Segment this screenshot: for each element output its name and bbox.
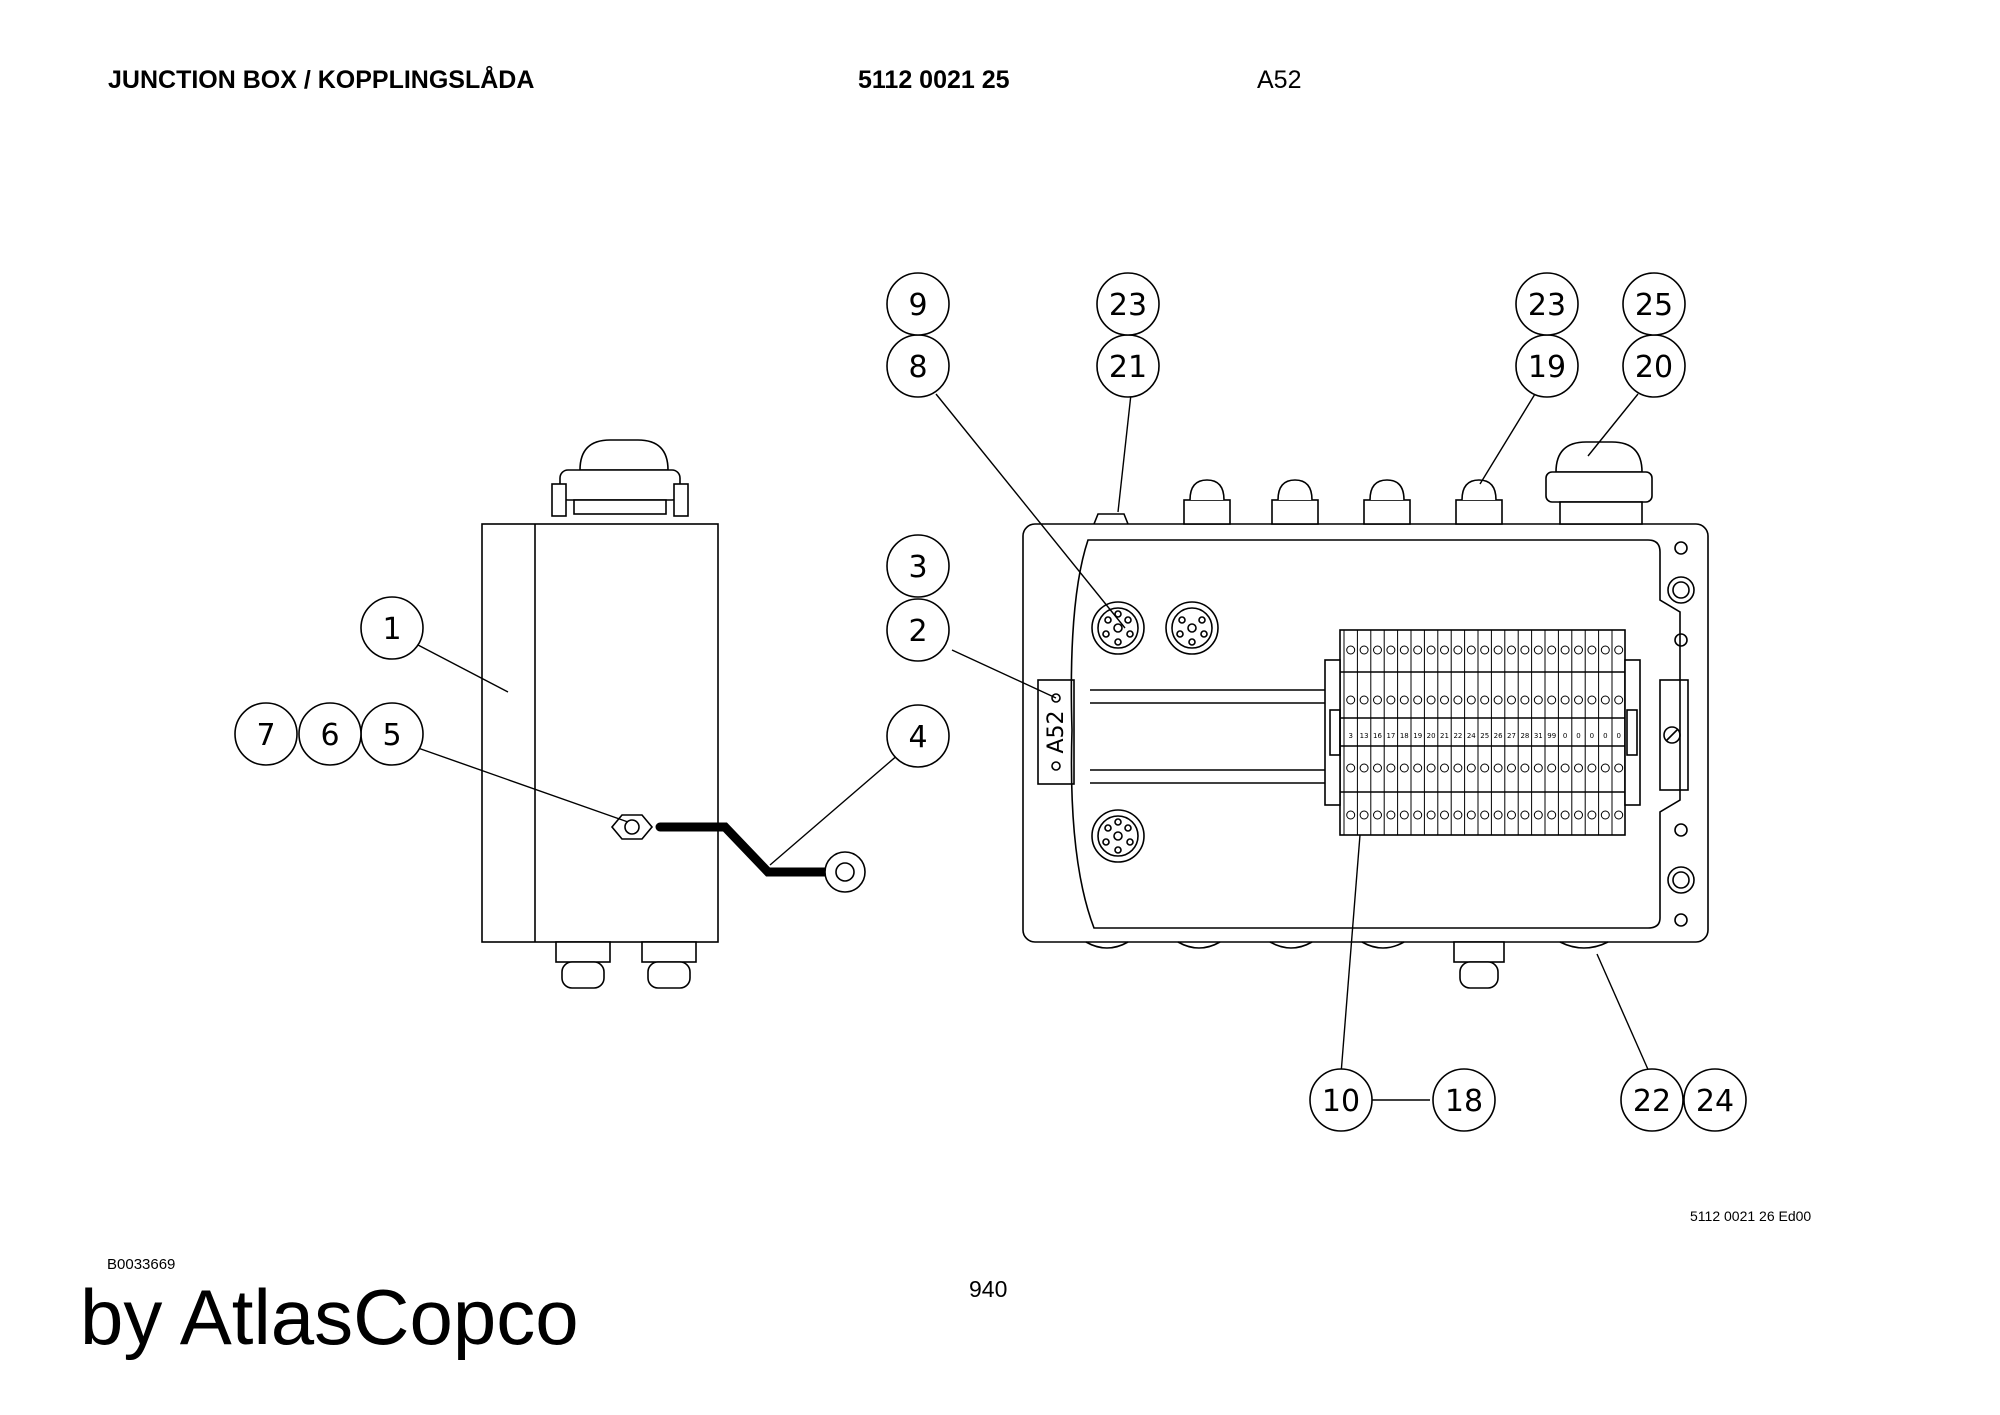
part-number: 5112 0021 25 bbox=[858, 66, 1010, 94]
balloon-number: 7 bbox=[256, 718, 275, 753]
balloon-number: 25 bbox=[1635, 288, 1673, 323]
balloon-number: 10 bbox=[1322, 1084, 1360, 1119]
brand-logo: by AtlasCopco bbox=[80, 1273, 579, 1361]
terminal-number: 28 bbox=[1520, 732, 1529, 740]
terminal-number: 99 bbox=[1547, 732, 1556, 740]
terminal-number: 17 bbox=[1386, 732, 1395, 740]
balloon-number: 21 bbox=[1109, 350, 1147, 385]
callout-balloon: 18 bbox=[1432, 1068, 1496, 1132]
terminal-number: 27 bbox=[1507, 732, 1516, 740]
terminal-number: 21 bbox=[1440, 732, 1449, 740]
callout-balloon: 10 bbox=[1309, 1068, 1373, 1132]
balloon-number: 19 bbox=[1528, 350, 1566, 385]
balloon-number: 8 bbox=[908, 350, 927, 385]
balloon-number: 23 bbox=[1528, 288, 1566, 323]
terminal-number: 0 bbox=[1563, 732, 1567, 740]
box-label: A52 bbox=[1044, 710, 1069, 753]
document-id: B0033669 bbox=[107, 1256, 176, 1273]
terminal-number: 24 bbox=[1467, 732, 1476, 740]
terminal-number: 0 bbox=[1590, 732, 1594, 740]
terminal-number: 0 bbox=[1576, 732, 1580, 740]
callout-balloon: 1 bbox=[360, 596, 424, 660]
balloon-number: 20 bbox=[1635, 350, 1673, 385]
callout-balloon: 20 bbox=[1622, 334, 1686, 398]
balloon-number: 1 bbox=[382, 612, 401, 647]
callout-balloon: 24 bbox=[1683, 1068, 1747, 1132]
front-view bbox=[1022, 441, 1709, 989]
m12-connector bbox=[1091, 809, 1145, 863]
balloon-number: 22 bbox=[1633, 1084, 1671, 1119]
drawing-reference: 5112 0021 26 Ed00 bbox=[1690, 1208, 1812, 1224]
terminal-number: 0 bbox=[1616, 732, 1620, 740]
terminal-number: 25 bbox=[1480, 732, 1489, 740]
callout-balloon: 3 bbox=[886, 534, 950, 598]
callout-balloon: 2 bbox=[886, 598, 950, 662]
callout-balloon: 22 bbox=[1620, 1068, 1684, 1132]
balloon-number: 18 bbox=[1445, 1084, 1483, 1119]
callout-balloon: 7 bbox=[234, 702, 298, 766]
callout-balloon: 19 bbox=[1515, 334, 1579, 398]
balloon-number: 24 bbox=[1696, 1084, 1734, 1119]
terminal-number: 26 bbox=[1494, 732, 1503, 740]
m12-connector bbox=[1091, 601, 1145, 655]
m12-connector bbox=[1165, 601, 1219, 655]
callout-balloon: 23 bbox=[1515, 272, 1579, 336]
balloon-number: 4 bbox=[908, 720, 927, 755]
balloon-number: 5 bbox=[382, 718, 401, 753]
terminal-number: 22 bbox=[1453, 732, 1462, 740]
callout-balloon: 9 bbox=[886, 272, 950, 336]
terminal-number: 13 bbox=[1360, 732, 1369, 740]
terminal-number: 16 bbox=[1373, 732, 1382, 740]
leader-lines bbox=[417, 393, 1651, 1101]
callout-balloon: 23 bbox=[1096, 272, 1160, 336]
callout-balloon: 6 bbox=[298, 702, 362, 766]
terminal-number: 3 bbox=[1348, 732, 1352, 740]
callout-balloon: 8 bbox=[886, 334, 950, 398]
terminal-number: 20 bbox=[1427, 732, 1436, 740]
callout-balloon: 4 bbox=[886, 704, 950, 768]
side-view bbox=[481, 439, 866, 989]
balloon-number: 9 bbox=[908, 288, 927, 323]
terminal-number: 18 bbox=[1400, 732, 1409, 740]
page-title: JUNCTION BOX / KOPPLINGSLÅDA bbox=[108, 66, 535, 94]
page-number: 940 bbox=[969, 1276, 1008, 1302]
terminal-numbers: 3 13 16 17 18 19 20 21 22 24 25 26 27 28 31 99 0 0 0 0 0 bbox=[1348, 732, 1620, 740]
callout-balloon: 5 bbox=[360, 702, 424, 766]
balloon-number: 23 bbox=[1109, 288, 1147, 323]
callout-balloon: 25 bbox=[1622, 272, 1686, 336]
terminal-number: 31 bbox=[1534, 732, 1543, 740]
balloon-number: 2 bbox=[908, 614, 927, 649]
callout-balloon: 21 bbox=[1096, 334, 1160, 398]
terminal-number: 19 bbox=[1413, 732, 1422, 740]
terminal-number: 0 bbox=[1603, 732, 1607, 740]
balloon-number: 6 bbox=[320, 718, 339, 753]
balloon-number: 3 bbox=[908, 550, 927, 585]
designation-code: A52 bbox=[1257, 66, 1302, 94]
